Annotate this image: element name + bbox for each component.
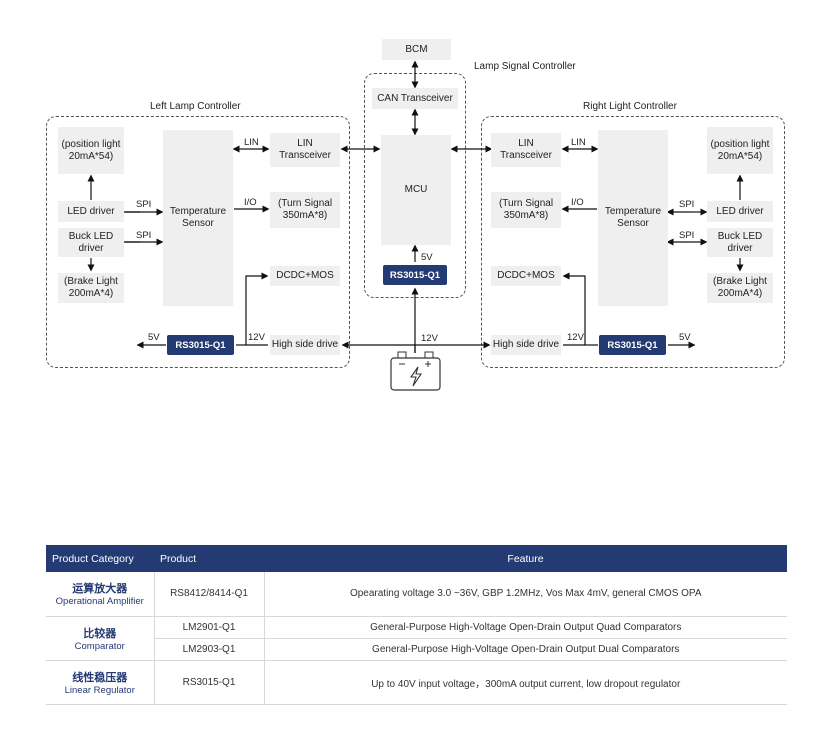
product-cell: LM2903-Q1 — [154, 638, 265, 661]
left-buck-led-driver-block: Buck LED driver — [58, 228, 124, 257]
header-product-category: Product Category — [46, 545, 154, 572]
feature-cell: Up to 40V input voltage，300mA output cur… — [264, 660, 787, 705]
center-controller-title: Lamp Signal Controller — [472, 61, 578, 72]
right-light-controller-frame — [481, 116, 785, 368]
mcu-block: MCU — [381, 135, 451, 245]
header-product: Product — [154, 545, 264, 572]
table-header-row: Product Category Product Feature — [46, 545, 787, 572]
right-io-label: I/O — [571, 197, 584, 208]
center-ldo-chip: RS3015-Q1 — [383, 265, 447, 285]
left-spi-label-1: SPI — [136, 199, 152, 210]
product-cell: LM2901-Q1 — [154, 616, 265, 639]
table-row: 线性稳压器 Linear Regulator RS3015-Q1 Up to 4… — [46, 660, 787, 705]
left-ldo-chip: RS3015-Q1 — [167, 335, 234, 355]
right-controller-title: Right Light Controller — [581, 101, 679, 112]
bus-12v-label: 12V — [421, 333, 438, 344]
table-row: 运算放大器 Operational Amplifier RS8412/8414-… — [46, 572, 787, 617]
category-en: Operational Amplifier — [55, 596, 144, 608]
right-led-driver-block: LED driver — [707, 201, 773, 222]
right-turn-signal-block: (Turn Signal 350mA*8) — [491, 192, 561, 228]
category-en: Linear Regulator — [64, 684, 135, 696]
left-spi-label-2: SPI — [136, 230, 152, 241]
feature-cell: General-Purpose High-Voltage Open-Drain … — [264, 638, 787, 661]
right-lin-transceiver-block: LIN Transceiver — [491, 133, 561, 167]
category-cell: 比较器 Comparator — [46, 616, 155, 661]
product-cell: RS8412/8414-Q1 — [154, 572, 265, 617]
category-en: Comparator — [74, 640, 125, 652]
right-5v-label: 5V — [679, 332, 691, 343]
right-spi-label-2: SPI — [679, 230, 695, 241]
left-led-driver-block: LED driver — [58, 201, 124, 222]
left-lamp-controller-frame — [46, 116, 350, 368]
right-buck-led-driver-block: Buck LED driver — [707, 228, 773, 257]
category-cell: 运算放大器 Operational Amplifier — [46, 572, 155, 617]
product-table: Product Category Product Feature 运算放大器 O… — [46, 545, 787, 705]
left-12v-label: 12V — [248, 332, 265, 343]
left-dcdc-mos-block: DCDC+MOS — [270, 266, 340, 286]
feature-cell: Opearating voltage 3.0 ~36V, GBP 1.2MHz,… — [264, 572, 787, 617]
bcm-block: BCM — [382, 39, 451, 60]
left-temperature-sensor-block: Temperature Sensor — [163, 130, 233, 306]
right-brake-light-block: (Brake Light 200mA*4) — [707, 273, 773, 303]
table-row: 比较器 Comparator LM2901-Q1 General-Purpose… — [46, 616, 787, 661]
left-lin-label: LIN — [244, 137, 259, 148]
category-cn: 线性稳压器 — [72, 671, 128, 684]
product-cell: RS3015-Q1 — [154, 660, 265, 705]
header-feature: Feature — [264, 545, 787, 572]
left-5v-label: 5V — [148, 332, 160, 343]
left-brake-light-block: (Brake Light 200mA*4) — [58, 273, 124, 303]
left-controller-title: Left Lamp Controller — [148, 101, 243, 112]
right-ldo-chip: RS3015-Q1 — [599, 335, 666, 355]
system-diagram: Left Lamp Controller Lamp Signal Control… — [46, 39, 785, 391]
right-12v-label: 12V — [567, 332, 584, 343]
right-dcdc-mos-block: DCDC+MOS — [491, 266, 561, 286]
right-high-side-drive-block: High side drive — [491, 335, 561, 355]
center-5v-label: 5V — [421, 252, 433, 263]
category-cn: 比较器 — [83, 627, 117, 640]
category-cell: 线性稳压器 Linear Regulator — [46, 660, 155, 705]
left-high-side-drive-block: High side drive — [270, 335, 340, 355]
left-io-label: I/O — [244, 197, 257, 208]
feature-cell: General-Purpose High-Voltage Open-Drain … — [264, 616, 787, 639]
right-temperature-sensor-block: Temperature Sensor — [598, 130, 668, 306]
battery-icon — [390, 351, 441, 391]
right-position-light-block: (position light 20mA*54) — [707, 127, 773, 174]
category-cn: 运算放大器 — [72, 583, 128, 596]
right-lin-label: LIN — [571, 137, 586, 148]
left-turn-signal-block: (Turn Signal 350mA*8) — [270, 192, 340, 228]
can-transceiver-block: CAN Transceiver — [372, 88, 458, 109]
right-spi-label-1: SPI — [679, 199, 695, 210]
left-lin-transceiver-block: LIN Transceiver — [270, 133, 340, 167]
table-row: LM2903-Q1 General-Purpose High-Voltage O… — [46, 638, 787, 661]
left-position-light-block: (position light 20mA*54) — [58, 127, 124, 174]
